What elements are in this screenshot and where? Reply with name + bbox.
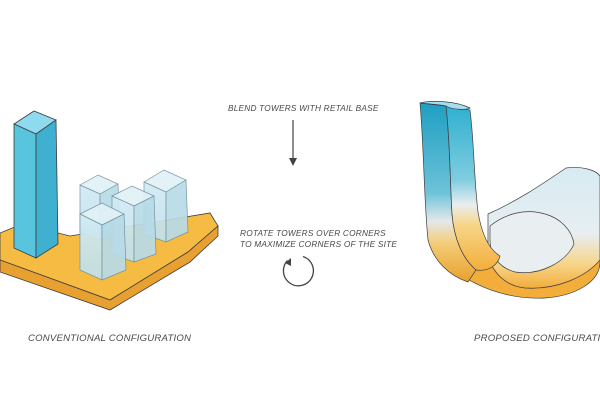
arrow-down-icon bbox=[289, 120, 297, 166]
glass-tower-front bbox=[79, 202, 127, 281]
tall-tower bbox=[13, 110, 59, 259]
proposed-configuration-illustration bbox=[419, 101, 600, 299]
proposed-tower-top bbox=[419, 101, 471, 110]
caption-proposed-configuration: PROPOSED CONFIGURATION bbox=[474, 333, 600, 344]
caption-blend-towers: BLEND TOWERS WITH RETAIL BASE bbox=[228, 103, 379, 113]
rotate-clockwise-icon bbox=[282, 255, 315, 287]
caption-rotate-towers-line2: TO MAXIMIZE CORNERS OF THE SITE bbox=[240, 239, 398, 249]
conventional-configuration-illustration bbox=[0, 110, 219, 311]
caption-conventional-configuration: CONVENTIONAL CONFIGURATION bbox=[28, 333, 192, 344]
proposed-low-mass-front bbox=[489, 211, 575, 274]
caption-rotate-towers-line1: ROTATE TOWERS OVER CORNERS bbox=[240, 228, 386, 238]
proposed-tower-right-face bbox=[445, 105, 501, 271]
